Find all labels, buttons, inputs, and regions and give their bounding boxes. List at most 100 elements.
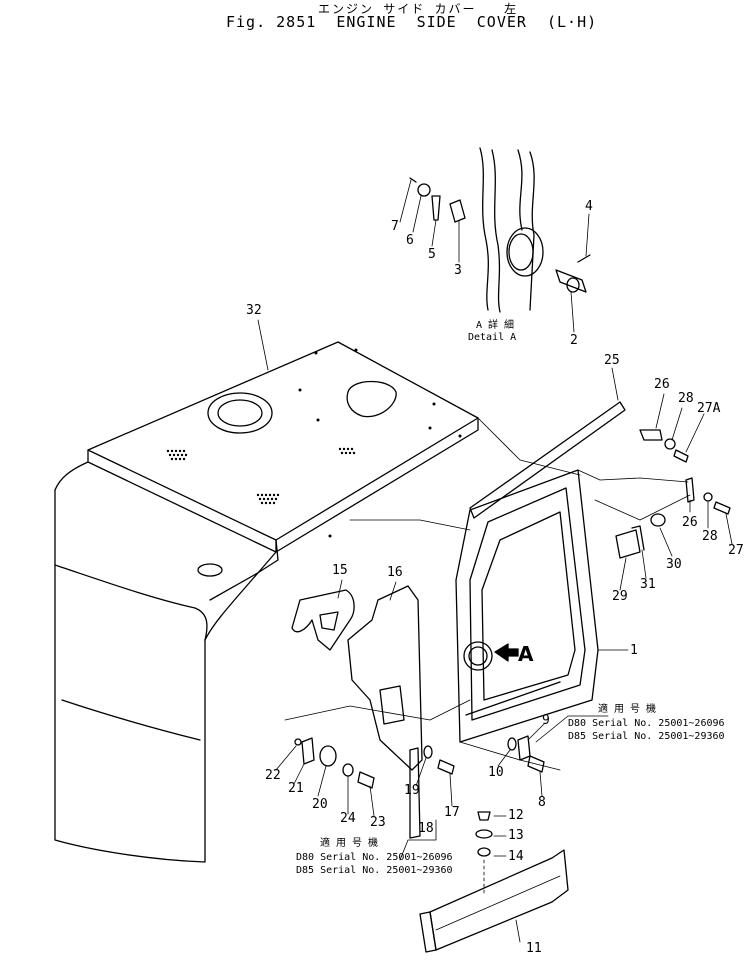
detail-pipe-end	[506, 227, 544, 277]
detail-frame-line	[529, 151, 535, 311]
leader-11	[515, 919, 521, 943]
mount-line	[594, 494, 691, 521]
detail-a-view	[399, 147, 591, 333]
part-label-22: 22	[265, 768, 281, 783]
leader-27a	[685, 413, 705, 453]
leader-19	[415, 757, 427, 787]
bracket-26-upper	[639, 429, 663, 441]
leader-7	[399, 179, 412, 223]
hood-step-line	[209, 539, 279, 601]
serial-note-right-heading: 適 用 号 機	[598, 704, 657, 715]
mount-line	[577, 469, 689, 483]
bolt-12	[477, 811, 491, 821]
right-hardware	[615, 393, 733, 591]
serial-note-left-line: D85 Serial No. 25001~29360	[296, 865, 453, 876]
part-label-9: 9	[542, 713, 550, 728]
engine-hood-body	[54, 319, 581, 863]
part-label-30: 30	[666, 557, 682, 572]
part-label-28-lower: 28	[702, 529, 718, 544]
rod-4	[577, 254, 591, 263]
leader-5	[431, 219, 437, 247]
engine-body-panel-line	[61, 699, 201, 741]
hood-opening-round-inner	[217, 399, 263, 427]
part-label-26-upper: 26	[654, 377, 670, 392]
part-label-17: 17	[444, 805, 460, 820]
bracket-29	[615, 529, 641, 559]
washer-13	[475, 829, 493, 839]
leader-17	[449, 773, 453, 807]
left-brackets	[284, 579, 471, 771]
washer-24	[342, 763, 354, 777]
hood-edge	[275, 417, 479, 553]
plate-15	[291, 589, 355, 651]
leader-21	[293, 763, 305, 785]
leader-9	[527, 723, 545, 741]
leader-4	[585, 213, 590, 257]
washer-19	[423, 745, 433, 759]
part-label-10: 10	[488, 765, 504, 780]
plate-16-inner	[379, 685, 405, 725]
nut-14	[477, 847, 491, 857]
hood-opening-round	[207, 392, 273, 434]
hardware-8-10	[497, 723, 545, 797]
part-label-27: 27	[728, 543, 744, 558]
hood-front-fold	[54, 461, 89, 491]
detail-label-english: Detail A	[468, 332, 517, 343]
engine-body-panel-line	[204, 551, 277, 641]
detail-frame-line	[517, 149, 523, 231]
part-label-23: 23	[370, 815, 386, 830]
bolt-27a	[673, 449, 689, 463]
detail-frame-line	[491, 149, 501, 313]
nut-30	[650, 513, 666, 527]
title-english: Fig. 2851 ENGINE SIDE COVER (L·H)	[226, 13, 598, 31]
fuel-cap	[197, 563, 223, 577]
mount-line	[459, 741, 561, 771]
part-label-26-lower: 26	[682, 515, 698, 530]
leader-15	[337, 579, 343, 599]
leader-31	[641, 549, 647, 579]
part-label-27a: 27A	[697, 401, 721, 416]
part-label-24: 24	[340, 811, 356, 826]
note-pointer-right	[535, 715, 609, 743]
part-label-16: 16	[387, 565, 403, 580]
leader-29	[619, 557, 627, 591]
clip-21	[301, 737, 315, 765]
hood-vent-holes	[166, 348, 462, 538]
title-japanese: エンジン サイド カバー 左	[318, 2, 519, 16]
leader-2	[570, 291, 575, 333]
washer-28-lower	[703, 492, 713, 502]
shaft-2	[555, 269, 587, 293]
leader-8	[539, 771, 543, 797]
bottom-plate	[419, 811, 569, 953]
shaft-2-head	[566, 277, 580, 293]
cover-outline	[455, 469, 599, 743]
part-label-13: 13	[508, 828, 524, 843]
bolt-8	[527, 755, 545, 773]
washer-20	[319, 745, 337, 767]
cover-pipe-hole	[463, 641, 493, 671]
detail-frame-line	[479, 147, 489, 311]
cover-window	[481, 511, 576, 701]
serial-note-right-line: D85 Serial No. 25001~29360	[568, 731, 725, 742]
part-label-7: 7	[391, 219, 399, 234]
leader-28a	[671, 407, 683, 441]
part-label-28-upper: 28	[678, 391, 694, 406]
part-label-1: 1	[630, 643, 638, 658]
bolt-17	[437, 759, 455, 775]
part-label-8: 8	[538, 795, 546, 810]
hood-opening-duct	[346, 380, 397, 418]
arrow-a-label: A	[518, 642, 534, 666]
side-cover-panel	[349, 367, 691, 771]
leader-25	[611, 367, 619, 401]
nut-6	[417, 183, 431, 197]
engine-body-panel-line	[54, 564, 196, 609]
part-label-19: 19	[404, 783, 420, 798]
hood-rear-edge	[477, 417, 581, 476]
washer-28-upper	[664, 438, 676, 450]
leader-16	[389, 581, 397, 601]
note-pointer-left	[399, 819, 437, 861]
part-label-12: 12	[508, 808, 524, 823]
cover-bottom-strip	[465, 681, 561, 716]
part-label-15: 15	[332, 563, 348, 578]
